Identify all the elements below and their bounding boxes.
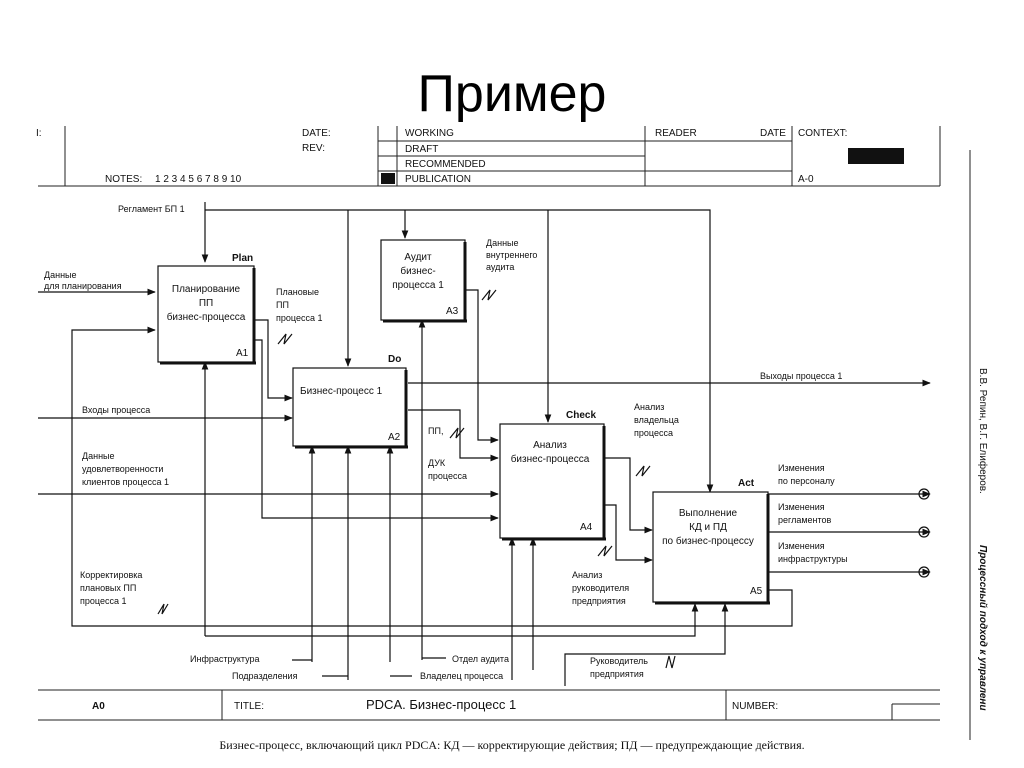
label-reglament-changes-2: регламентов bbox=[778, 515, 832, 525]
label-personnel-changes-2: по персоналу bbox=[778, 476, 835, 486]
publication-marker bbox=[381, 173, 395, 184]
label-enterprise-head-2: предприятия bbox=[590, 669, 644, 679]
box-a1-tag: Plan bbox=[232, 253, 253, 264]
label-reglament: Регламент БП 1 bbox=[118, 204, 185, 214]
footer-node: A0 bbox=[92, 701, 105, 712]
box-a5-line1: Выполнение bbox=[679, 508, 738, 519]
label-process-outputs: Выходы процесса 1 bbox=[760, 371, 842, 381]
label-process-owner: Владелец процесса bbox=[420, 671, 503, 681]
label-infrastructure: Инфраструктура bbox=[190, 654, 260, 664]
footer-number-label: NUMBER: bbox=[732, 701, 778, 712]
label-internal-audit-3: аудита bbox=[486, 262, 514, 272]
box-a5-line3: по бизнес-процессу bbox=[662, 535, 754, 547]
label-planned-pp-2: ПП bbox=[276, 300, 289, 310]
box-a4: Check Анализ бизнес-процесса A4 bbox=[499, 410, 606, 541]
figure-caption: Бизнес-процесс, включающий цикл PDCA: КД… bbox=[219, 738, 805, 752]
context-block bbox=[848, 148, 904, 164]
flow-lines bbox=[38, 202, 931, 686]
footer-title: PDCA. Бизнес-процесс 1 bbox=[366, 697, 516, 712]
label-correction-2: плановых ПП bbox=[80, 583, 136, 593]
label-planned-pp-1: Плановые bbox=[276, 287, 319, 297]
label-audit-dept: Отдел аудита bbox=[452, 654, 509, 664]
label-owner-analysis-2: владельца bbox=[634, 415, 679, 425]
box-a3: Аудит бизнес- процесса 1 A3 bbox=[380, 239, 467, 323]
footer-form bbox=[38, 689, 940, 721]
notes-label: NOTES: bbox=[105, 174, 142, 185]
box-a5-id: A5 bbox=[750, 586, 763, 597]
label-plan-data-1: Данные bbox=[44, 270, 77, 280]
box-a3-line1: Аудит bbox=[404, 252, 432, 263]
label-correction-1: Корректировка bbox=[80, 570, 142, 580]
side-authors: В.В. Репин, В.Г. Елиферов. bbox=[977, 368, 989, 494]
label-correction-3: процесса 1 bbox=[80, 596, 126, 606]
label-satisfaction-1: Данные bbox=[82, 451, 115, 461]
label-duk-1: ДУК bbox=[428, 458, 446, 468]
node-ref: A-0 bbox=[798, 174, 814, 185]
box-a5: Act Выполнение КД и ПД по бизнес-процесс… bbox=[652, 478, 770, 605]
box-a4-line1: Анализ bbox=[533, 440, 567, 451]
header-form bbox=[38, 126, 941, 187]
context-label: CONTEXT: bbox=[798, 128, 847, 139]
label-pp: ПП, bbox=[428, 426, 443, 436]
label-owner-analysis-1: Анализ bbox=[634, 402, 664, 412]
label-infra-changes-1: Изменения bbox=[778, 541, 825, 551]
arrow-labels: Регламент БП 1 Данные для планирования П… bbox=[44, 204, 848, 681]
box-a3-line3: процесса 1 bbox=[392, 280, 444, 291]
label-satisfaction-3: клиентов процесса 1 bbox=[82, 477, 169, 487]
header-corner: I: bbox=[36, 128, 42, 139]
box-a5-line2: КД и ПД bbox=[689, 522, 727, 533]
status-draft: DRAFT bbox=[405, 144, 438, 155]
date-label: DATE: bbox=[302, 128, 331, 139]
box-a3-id: A3 bbox=[446, 306, 459, 317]
label-internal-audit-2: внутреннего bbox=[486, 250, 537, 260]
status-publication: PUBLICATION bbox=[405, 174, 471, 185]
notes-numbers: 1 2 3 4 5 6 7 8 9 10 bbox=[155, 174, 242, 185]
status-recommended: RECOMMENDED bbox=[405, 159, 486, 170]
box-a1-line3: бизнес-процесса bbox=[167, 311, 246, 323]
box-a1: Plan Планирование ПП бизнес-процесса A1 bbox=[157, 253, 256, 365]
label-reglament-changes-1: Изменения bbox=[778, 502, 825, 512]
box-a4-line2: бизнес-процесса bbox=[511, 453, 590, 465]
label-personnel-changes-1: Изменения bbox=[778, 463, 825, 473]
label-plan-data-2: для планирования bbox=[44, 281, 122, 291]
label-departments: Подразделения bbox=[232, 671, 298, 681]
status-working: WORKING bbox=[405, 128, 454, 139]
footer-title-label: TITLE: bbox=[234, 701, 264, 712]
box-a3-line2: бизнес- bbox=[400, 265, 435, 277]
label-internal-audit-1: Данные bbox=[486, 238, 519, 248]
box-a4-tag: Check bbox=[566, 410, 596, 421]
box-a5-tag: Act bbox=[738, 478, 755, 489]
box-a2: Do Бизнес-процесс 1 A2 bbox=[292, 354, 408, 449]
reader-label: READER bbox=[655, 128, 697, 139]
box-a4-id: A4 bbox=[580, 522, 593, 533]
label-manager-analysis-3: предприятия bbox=[572, 596, 626, 606]
output-terminators bbox=[918, 488, 930, 578]
box-a2-id: A2 bbox=[388, 432, 401, 443]
label-process-inputs: Входы процесса bbox=[82, 405, 150, 415]
slide-title: Пример bbox=[417, 65, 607, 123]
label-manager-analysis-1: Анализ bbox=[572, 570, 602, 580]
label-planned-pp-3: процесса 1 bbox=[276, 313, 322, 323]
label-owner-analysis-3: процесса bbox=[634, 428, 673, 438]
box-a1-line2: ПП bbox=[199, 298, 213, 309]
label-manager-analysis-2: руководителя bbox=[572, 583, 629, 593]
label-duk-2: процесса bbox=[428, 471, 467, 481]
label-enterprise-head-1: Руководитель bbox=[590, 656, 648, 666]
date2-label: DATE bbox=[760, 128, 786, 139]
side-book: Процессный подход к управлени bbox=[977, 545, 988, 711]
rev-label: REV: bbox=[302, 143, 325, 154]
box-a2-tag: Do bbox=[388, 354, 401, 365]
box-a2-line1: Бизнес-процесс 1 bbox=[300, 386, 383, 397]
box-a1-line1: Планирование bbox=[172, 284, 241, 295]
label-infra-changes-2: инфраструктуры bbox=[778, 554, 848, 564]
label-satisfaction-2: удовлетворенности bbox=[82, 464, 163, 474]
box-a1-id: A1 bbox=[236, 348, 249, 359]
